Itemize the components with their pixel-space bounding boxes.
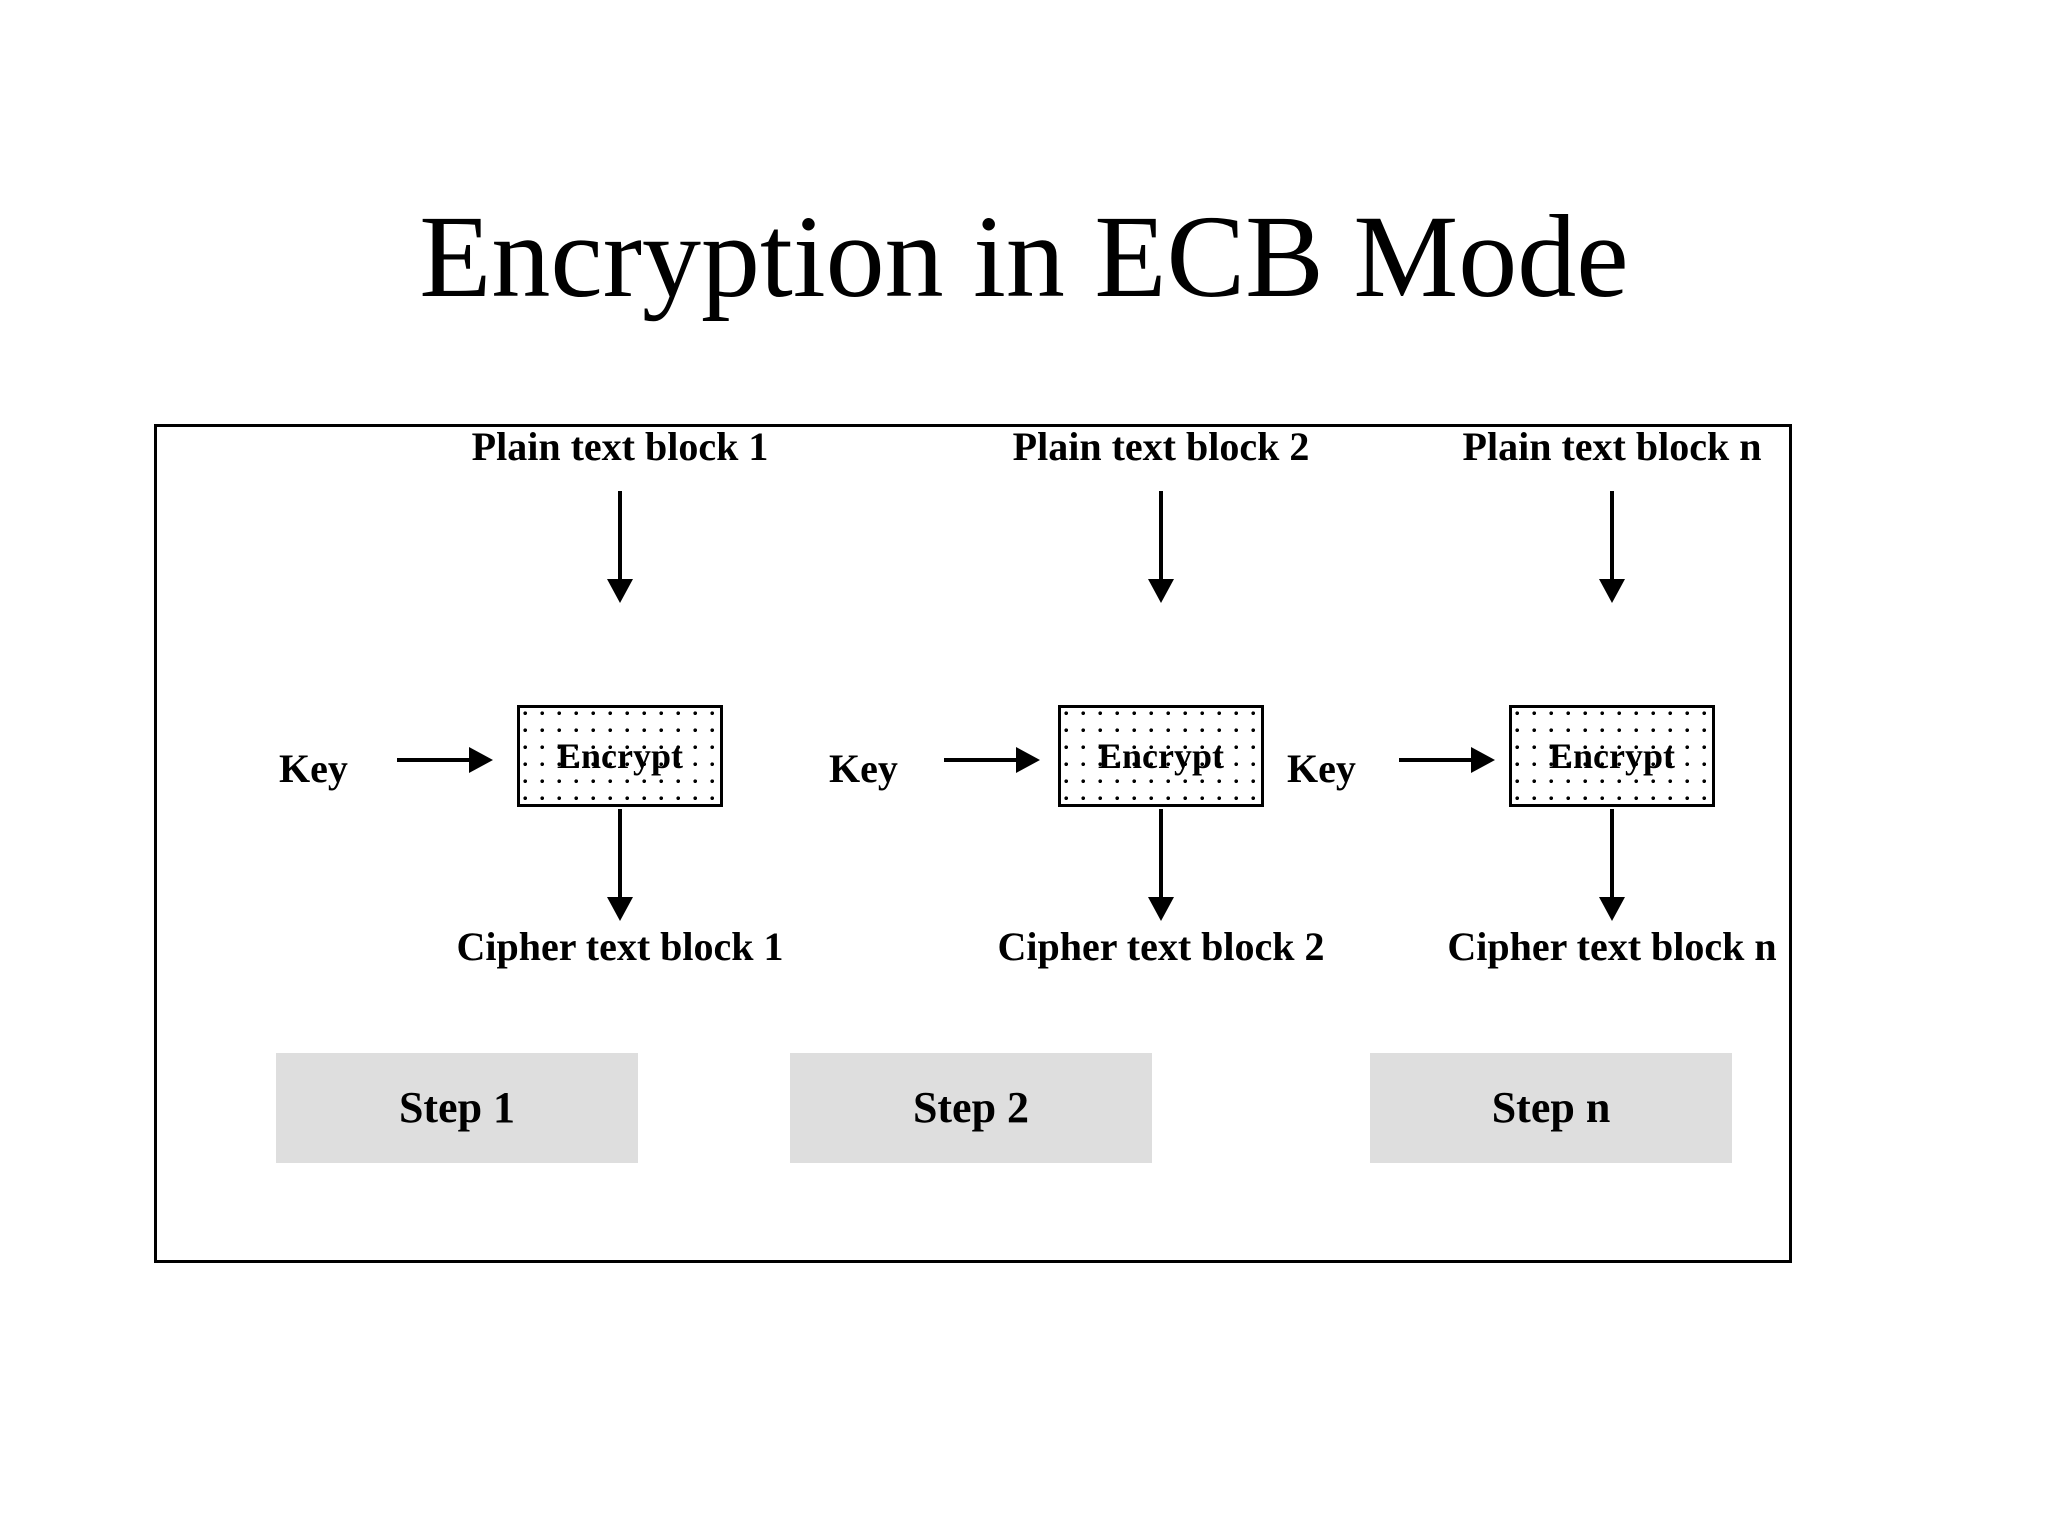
- plain-text-label-2: Plain text block 2: [1012, 424, 1310, 469]
- plain-text-label-1: Plain text block 1: [471, 424, 769, 469]
- step-label-n: Step n: [1491, 1083, 1611, 1132]
- arrow-shaft: [944, 758, 1020, 762]
- plain-text-label-n: Plain text block n: [1462, 424, 1762, 469]
- arrow-shaft: [1610, 491, 1614, 581]
- cipher-text-label-1: Cipher text block 1: [456, 924, 784, 969]
- arrow-shaft: [1159, 491, 1163, 581]
- arrow-shaft: [1399, 758, 1475, 762]
- arrow-head: [1016, 747, 1040, 773]
- encrypt-label-2: Encrypt: [1098, 736, 1224, 776]
- arrow-shaft: [618, 809, 622, 899]
- arrow-shaft: [1159, 809, 1163, 899]
- key-label-1: Key: [279, 746, 348, 791]
- step-label-1: Step 1: [398, 1083, 516, 1132]
- arrow-head: [469, 747, 493, 773]
- key-label-2: Key: [829, 746, 898, 791]
- encrypt-box-1: Encrypt: [517, 705, 723, 807]
- arrow-down-icon: [1141, 491, 1181, 603]
- encrypt-label-n: Encrypt: [1549, 736, 1675, 776]
- cipher-text-label-n: Cipher text block n: [1447, 924, 1777, 969]
- arrow-right-icon: [944, 745, 1040, 775]
- arrow-down-icon: [600, 809, 640, 921]
- arrow-head: [607, 579, 633, 603]
- arrow-down-icon: [1592, 491, 1632, 603]
- step-box-2: Step 2: [790, 1053, 1152, 1163]
- diagram-frame: Plain text block 1 Key Encrypt Cipher te…: [154, 424, 1792, 1263]
- step-box-n: Step n: [1370, 1053, 1732, 1163]
- arrow-right-icon: [397, 745, 493, 775]
- arrow-head: [607, 897, 633, 921]
- arrow-right-icon: [1399, 745, 1495, 775]
- arrow-down-icon: [600, 491, 640, 603]
- arrow-shaft: [618, 491, 622, 581]
- arrow-down-icon: [1141, 809, 1181, 921]
- pipeline-column-n: Plain text block n Key Encrypt Cipher te…: [1287, 427, 1937, 1266]
- cipher-text-label-2: Cipher text block 2: [997, 924, 1325, 969]
- encrypt-label-1: Encrypt: [557, 736, 683, 776]
- arrow-shaft: [1610, 809, 1614, 899]
- pipeline-column-2: Plain text block 2 Key Encrypt Cipher te…: [829, 427, 1493, 1266]
- key-label-n: Key: [1287, 746, 1356, 791]
- step-label-2: Step 2: [912, 1083, 1030, 1132]
- pipeline-column-1: Plain text block 1 Key Encrypt Cipher te…: [279, 427, 961, 1266]
- arrow-head: [1148, 897, 1174, 921]
- arrow-head: [1599, 897, 1625, 921]
- arrow-down-icon: [1592, 809, 1632, 921]
- arrow-head: [1471, 747, 1495, 773]
- arrow-head: [1599, 579, 1625, 603]
- step-box-1: Step 1: [276, 1053, 638, 1163]
- encrypt-box-n: Encrypt: [1509, 705, 1715, 807]
- page-title: Encryption in ECB Mode: [419, 191, 1629, 322]
- arrow-shaft: [397, 758, 473, 762]
- arrow-head: [1148, 579, 1174, 603]
- encrypt-box-2: Encrypt: [1058, 705, 1264, 807]
